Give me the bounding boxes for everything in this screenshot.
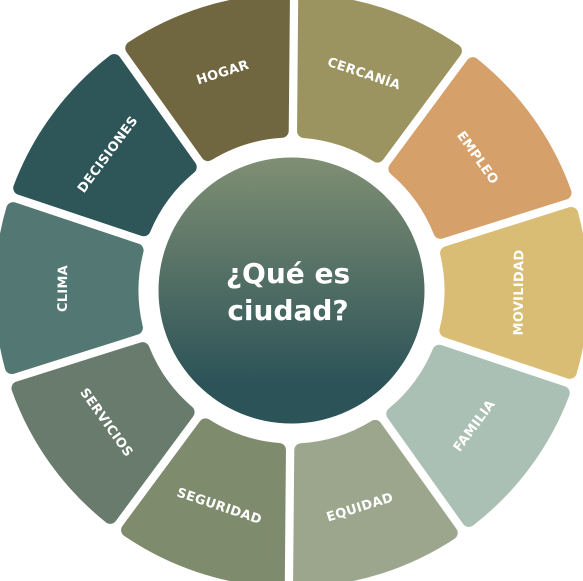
- segment-seguridad: [121, 418, 286, 581]
- segment-decisiones: [13, 54, 197, 237]
- center-title-line-2: ciudad?: [227, 294, 348, 327]
- segment-equidad: [293, 419, 458, 581]
- center-title-line-1: ¿Qué es: [226, 257, 350, 290]
- segment-clima: [0, 202, 144, 375]
- center-circle: [158, 157, 425, 424]
- segment-hogar: [125, 0, 290, 162]
- segment-cercania: [297, 0, 462, 163]
- segment-servicios: [11, 342, 195, 524]
- segment-movilidad: [439, 206, 583, 379]
- segment-label: CLIMA: [56, 265, 71, 312]
- segment-empleo: [388, 57, 572, 239]
- segment-familia: [386, 344, 570, 527]
- segment-label: MOVILIDAD: [512, 249, 528, 335]
